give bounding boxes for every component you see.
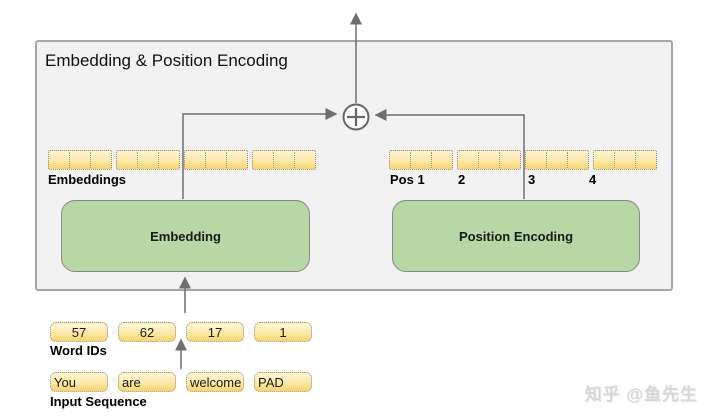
pos-label-3: 3	[528, 172, 536, 187]
position-encoding-block: Position Encoding	[392, 200, 640, 272]
word-id-box: 57	[50, 322, 108, 342]
word-id-box: 62	[118, 322, 176, 342]
input-token-box: are	[118, 372, 176, 392]
word-id-box: 17	[186, 322, 244, 342]
position-encoding-block-label: Position Encoding	[458, 228, 574, 244]
embedding-vector-cell	[48, 150, 112, 170]
pos-label-4: 4	[589, 172, 597, 187]
word-id-box: 1	[254, 322, 312, 342]
embedding-vector-cell	[252, 150, 316, 170]
embedding-block: Embedding	[61, 200, 310, 272]
embeddings-row-label: Embeddings	[48, 172, 127, 187]
pos-label-2: 2	[458, 172, 466, 187]
input-token-box: welcome	[186, 372, 244, 392]
input-token-box: PAD	[254, 372, 312, 392]
embedding-vector-cell	[116, 150, 180, 170]
position-vector-cell	[389, 150, 453, 170]
position-vector-cell	[525, 150, 589, 170]
embedding-block-label: Embedding	[150, 228, 221, 244]
input-sequence-label: Input Sequence	[50, 394, 147, 409]
diagram-title: Embedding & Position Encoding	[45, 51, 288, 70]
position-vector-cell	[457, 150, 521, 170]
pos-label-1: Pos 1	[390, 172, 425, 187]
word-ids-label: Word IDs	[50, 343, 107, 358]
input-token-box: You	[50, 372, 108, 392]
watermark: 知乎 @鱼先生	[584, 385, 698, 404]
embedding-vector-cell	[184, 150, 248, 170]
position-vector-cell	[593, 150, 657, 170]
